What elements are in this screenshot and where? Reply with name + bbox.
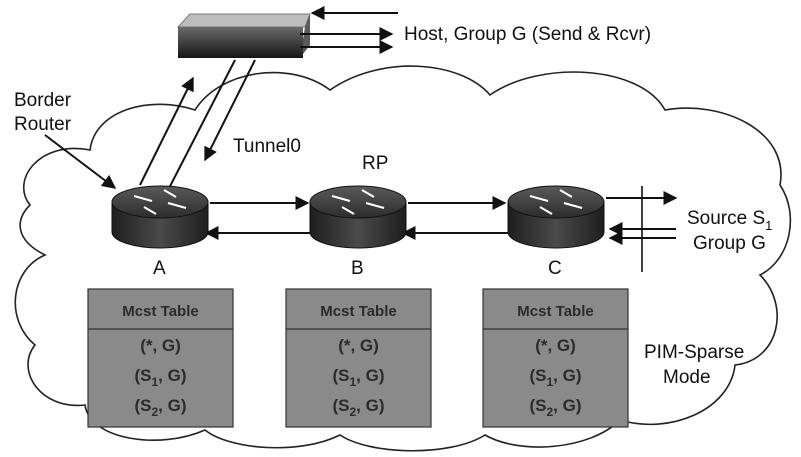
mroute-entry: (S2, G) <box>134 396 186 419</box>
router-c <box>507 185 605 249</box>
router-b <box>309 185 407 249</box>
group-label: Group G <box>693 233 766 254</box>
mroute-table-b: Mcst Table (*, G) (S1, G) (S2, G) <box>285 288 432 428</box>
router-arrows-icon <box>529 189 583 215</box>
border-router-pointer <box>44 134 117 189</box>
router-label-a: A <box>153 258 166 279</box>
mroute-tables: Mcst Table(*, G)(S1, G)(S2, G)Mcst Table… <box>87 288 629 428</box>
mroute-table-a: Mcst Table (*, G) (S1, G) (S2, G) <box>87 288 234 428</box>
mroute-table-c: Mcst Table (*, G) (S1, G) (S2, G) <box>482 288 629 428</box>
mroute-entry: (*, G) <box>338 336 379 355</box>
mroute-table-title: Mcst Table <box>320 303 396 320</box>
source-label: Source S1 <box>687 208 772 233</box>
router-a <box>111 185 209 249</box>
rp-label: RP <box>362 153 388 174</box>
tunnel-line <box>164 59 236 197</box>
mroute-entry: (S2, G) <box>529 396 581 419</box>
tunnel-up-arrow <box>139 76 194 186</box>
router-label-b: B <box>351 258 364 279</box>
border-router-label: Border Router <box>14 90 76 135</box>
routers <box>111 185 605 249</box>
router-label-c: C <box>548 258 562 279</box>
mroute-entry: (*, G) <box>535 336 576 355</box>
router-arrows-icon <box>331 189 385 215</box>
mroute-table-title: Mcst Table <box>122 303 198 320</box>
mroute-entry: (S1, G) <box>529 366 581 389</box>
host-box <box>176 13 311 58</box>
tunnel-down-arrow <box>204 59 256 162</box>
mroute-entry: (*, G) <box>140 336 181 355</box>
mroute-entry: (S1, G) <box>332 366 384 389</box>
mroute-entry: (S1, G) <box>134 366 186 389</box>
mode-label: PIM-Sparse Mode <box>644 342 750 388</box>
router-arrows-icon <box>133 189 187 215</box>
tunnel-label: Tunnel0 <box>233 136 301 157</box>
mroute-table-title: Mcst Table <box>517 303 593 320</box>
host-label: Host, Group G (Send & Rcvr) <box>404 24 651 45</box>
mroute-entry: (S2, G) <box>332 396 384 419</box>
